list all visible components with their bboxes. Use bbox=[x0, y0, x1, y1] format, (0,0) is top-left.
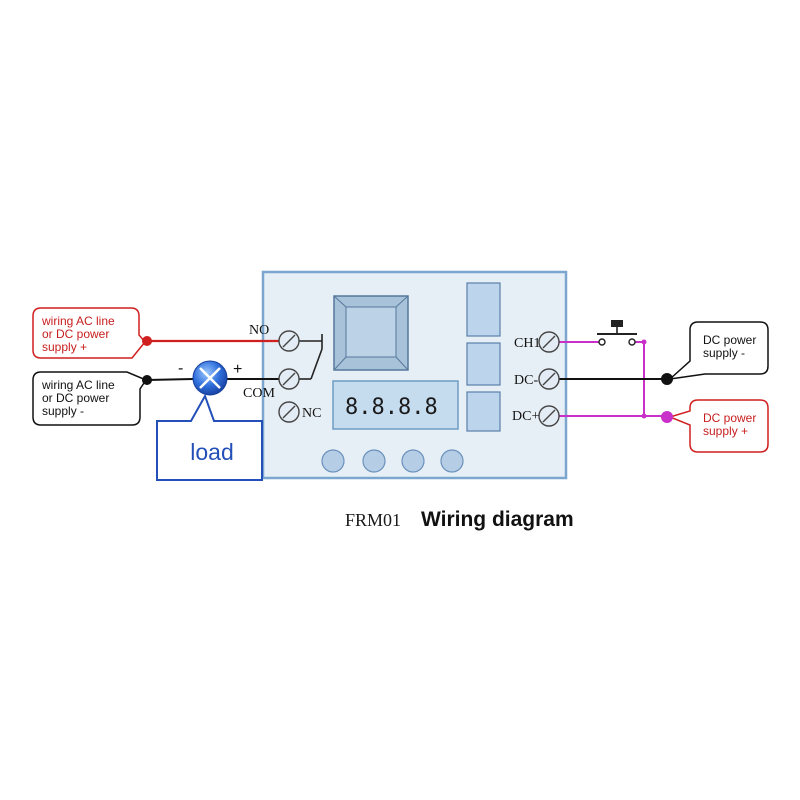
junction-dot bbox=[641, 339, 647, 345]
push-button-contact-right bbox=[628, 338, 636, 346]
callout-right-negative bbox=[667, 321, 769, 381]
callout-left-positive-line-3: supply + bbox=[42, 340, 87, 354]
board-button-1 bbox=[321, 449, 345, 473]
relay-board: 8.8.8.8 bbox=[261, 270, 568, 480]
callout-right-positive bbox=[667, 399, 769, 453]
switch-blade bbox=[310, 348, 323, 380]
board-button-4 bbox=[440, 449, 464, 473]
terminal-slot bbox=[542, 335, 556, 349]
load-minus-sign: - bbox=[178, 360, 183, 377]
load-plus-sign: + bbox=[233, 361, 242, 378]
label-dc-minus: DC- bbox=[514, 373, 538, 388]
label-no: NO bbox=[249, 323, 269, 338]
side-component-middle bbox=[466, 342, 501, 386]
lamp-cross bbox=[199, 367, 221, 389]
side-component-top bbox=[466, 282, 501, 337]
load-lamp-icon bbox=[192, 360, 228, 396]
relay-top bbox=[345, 306, 397, 358]
callout-left-positive bbox=[32, 307, 146, 359]
relay-bevel-line bbox=[395, 295, 409, 308]
callout-left-negative-line-1: wiring AC line bbox=[41, 378, 115, 392]
callout-left-negative-line-3: supply - bbox=[42, 404, 84, 418]
board-outline bbox=[261, 270, 568, 480]
callout-right-positive-line-2: supply + bbox=[703, 424, 748, 438]
callout-left-positive-line-2: or DC power bbox=[42, 327, 109, 341]
relay-bevel-line bbox=[333, 356, 347, 371]
screw-terminal-nc bbox=[278, 401, 300, 423]
negative-wire-left-a bbox=[146, 378, 194, 381]
display-digits: 8.8.8.8 bbox=[345, 395, 438, 420]
caption-model: FRM01 bbox=[345, 510, 401, 530]
caption-title: Wiring diagram bbox=[421, 508, 574, 531]
board-button-2 bbox=[362, 449, 386, 473]
positive-wire-end-dot bbox=[142, 336, 152, 346]
relay-contact-switch bbox=[299, 334, 323, 380]
terminal-slot bbox=[282, 334, 296, 348]
relay-bevel-line bbox=[395, 356, 409, 371]
screw-terminal-dc-plus bbox=[538, 405, 560, 427]
push-button-cap bbox=[611, 320, 623, 327]
screw-terminal-no bbox=[278, 330, 300, 352]
label-dc-plus: DC+ bbox=[512, 409, 539, 424]
dc-negative-dot bbox=[661, 373, 673, 385]
terminal-slot bbox=[542, 372, 556, 386]
push-button-contact-left bbox=[598, 338, 606, 346]
callout-right-negative-line-2: supply - bbox=[703, 346, 745, 360]
callout-left-positive-line-1: wiring AC line bbox=[41, 314, 115, 328]
terminal-slot bbox=[282, 372, 296, 386]
terminal-slot bbox=[282, 405, 296, 419]
relay-component bbox=[333, 295, 409, 371]
relay-bevel-line bbox=[333, 295, 347, 308]
load-label: load bbox=[190, 439, 233, 465]
side-component-bottom bbox=[466, 391, 501, 432]
label-nc: NC bbox=[302, 406, 321, 421]
label-com: COM bbox=[243, 386, 275, 401]
negative-wire-end-dot bbox=[142, 375, 152, 385]
push-button-switch bbox=[597, 320, 637, 346]
load-label-box bbox=[156, 393, 263, 481]
led-display bbox=[332, 380, 459, 430]
dc-positive-dot bbox=[661, 411, 673, 423]
screw-terminal-com bbox=[278, 368, 300, 390]
board-button-3 bbox=[401, 449, 425, 473]
screw-terminal-ch1 bbox=[538, 331, 560, 353]
screw-terminal-dc-minus bbox=[538, 368, 560, 390]
label-ch1: CH1 bbox=[514, 336, 540, 351]
callout-left-negative bbox=[32, 371, 148, 426]
callout-right-positive-line-1: DC power bbox=[703, 411, 756, 425]
callout-right-negative-line-1: DC power bbox=[703, 333, 756, 347]
terminal-slot bbox=[542, 409, 556, 423]
junction-dot bbox=[641, 413, 647, 419]
callout-left-negative-line-2: or DC power bbox=[42, 391, 109, 405]
